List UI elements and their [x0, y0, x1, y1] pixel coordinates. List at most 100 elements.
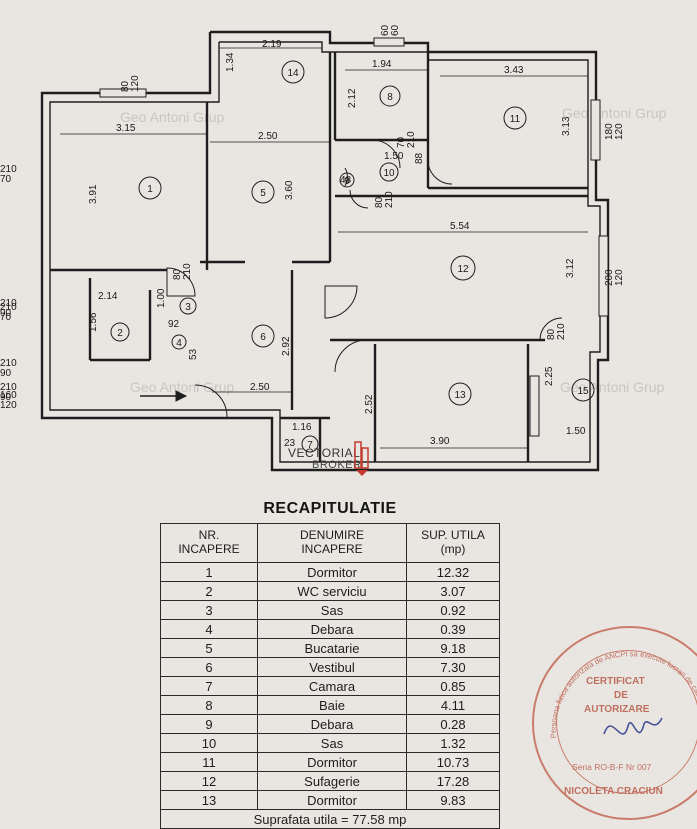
- room-marker: [251, 324, 275, 348]
- cell-nr: 11: [160, 752, 258, 772]
- logo-line-1: VECTORIAL: [288, 446, 361, 460]
- watermark: Geo Antoni Grup: [562, 105, 667, 121]
- header-denumire: DENUMIRE INCAPERE: [257, 523, 407, 563]
- room-marker: [379, 162, 399, 182]
- door-swings: [166, 139, 563, 418]
- room-number: 1: [147, 184, 153, 195]
- dimension-label: 2.50: [258, 131, 278, 142]
- stamp-serial: Seria RO-B-F Nr 007: [572, 762, 652, 772]
- opening-label: 80210: [546, 323, 567, 340]
- room-number: 5: [260, 188, 266, 199]
- cell-area: 0.39: [406, 619, 500, 639]
- cell-name: Baie: [257, 695, 407, 715]
- room-number: 11: [510, 114, 521, 125]
- cell-nr: 5: [160, 638, 258, 658]
- room-number: 13: [454, 390, 466, 401]
- cell-nr: 6: [160, 657, 258, 677]
- dimension-label: 1.16: [292, 422, 312, 433]
- cell-nr: 7: [160, 676, 258, 696]
- room-marker: [179, 297, 197, 315]
- cell-name: Dormitor: [257, 562, 407, 582]
- logo-line-2: BROKER: [312, 459, 362, 471]
- cell-name: Vestibul: [257, 657, 407, 677]
- logo-building-icon: [354, 441, 369, 476]
- signature-icon: [603, 717, 663, 735]
- room-number: 6: [260, 332, 266, 343]
- dimension-label: 3.91: [88, 184, 99, 204]
- watermark: Geo Antoni Grup: [560, 379, 665, 395]
- dimension-label: 2.25: [544, 366, 555, 386]
- cell-nr: 10: [160, 733, 258, 753]
- room-number: 4: [176, 338, 182, 349]
- watermark: Geo Antoni Grup: [120, 109, 225, 125]
- dimension-label: 1.50: [566, 426, 586, 437]
- room-markers: [110, 60, 595, 453]
- room-marker: [138, 176, 162, 200]
- walls: [40, 30, 610, 472]
- room-marker: [251, 180, 275, 204]
- opening-label: 80210: [374, 191, 395, 208]
- cell-name: Dormitor: [257, 790, 407, 810]
- dimension-label: 2.14: [98, 291, 118, 302]
- cell-area: 12.32: [406, 562, 500, 582]
- vectorial-broker-logo: VECTORIAL BROKER: [288, 440, 408, 480]
- opening-label: 80210: [172, 263, 193, 280]
- dimension-label: 92: [168, 319, 180, 330]
- authorization-stamp: Persoana fizica autorizata de ANCPI sa e…: [532, 626, 697, 820]
- opening-label: 200120: [604, 269, 625, 286]
- cell-name: Camara: [257, 676, 407, 696]
- opening-label: 23: [284, 438, 296, 449]
- header-label: DENUMIRE INCAPERE: [299, 528, 364, 556]
- cell-name: Bucatarie: [257, 638, 407, 658]
- cell-area: 3.07: [406, 581, 500, 601]
- opening-label: 80120: [120, 75, 141, 92]
- stamp-line-1: CERTIFICAT: [586, 676, 645, 687]
- cell-name: Dormitor: [257, 752, 407, 772]
- cell-name: Sas: [257, 600, 407, 620]
- dimension-label: 3.13: [561, 116, 572, 136]
- dimension-label: 2.19: [262, 39, 282, 50]
- cell-nr: 13: [160, 790, 258, 810]
- stamp-arc-text: Persoana fizica autorizata de ANCPI sa e…: [534, 628, 697, 738]
- dimension-label: 1.50: [384, 151, 404, 162]
- cell-name: Debara: [257, 619, 407, 639]
- dimension-label: 3.43: [504, 65, 524, 76]
- room-marker: [379, 85, 401, 107]
- dimension-label: 1.34: [225, 52, 236, 72]
- dimension-label: 3.12: [565, 258, 576, 278]
- cell-area: 7.30: [406, 657, 500, 677]
- header-nr: NR. INCAPERE: [160, 523, 258, 563]
- room-marker: [281, 60, 305, 84]
- cell-nr: 3: [160, 600, 258, 620]
- cell-area: 9.18: [406, 638, 500, 658]
- table-header-row: NR. INCAPERE DENUMIRE INCAPERE SUP. UTIL…: [160, 523, 500, 563]
- room-numbers: 1 2 3 4 5 6 7 8 9 10 11 12 13 14 15: [117, 68, 589, 451]
- recap-title: RECAPITULATIE: [263, 500, 397, 517]
- stamp-inner-ring: [556, 650, 697, 794]
- dimension-label: 3.90: [430, 436, 450, 447]
- room-marker: [110, 322, 130, 342]
- cell-nr: 4: [160, 619, 258, 639]
- room-marker: [450, 255, 476, 281]
- stamp-line-2: DE: [614, 690, 628, 701]
- dimension-label: 2.92: [281, 336, 292, 356]
- room-number: 8: [387, 92, 393, 103]
- cell-name: WC serviciu: [257, 581, 407, 601]
- cell-area: 10.73: [406, 752, 500, 772]
- dimension-label: 3.60: [284, 180, 295, 200]
- opening-label: 88: [414, 152, 425, 164]
- cell-area: 0.92: [406, 600, 500, 620]
- opening-label: 6060: [380, 24, 401, 36]
- header-suprafata: SUP. UTILA (mp): [406, 523, 500, 563]
